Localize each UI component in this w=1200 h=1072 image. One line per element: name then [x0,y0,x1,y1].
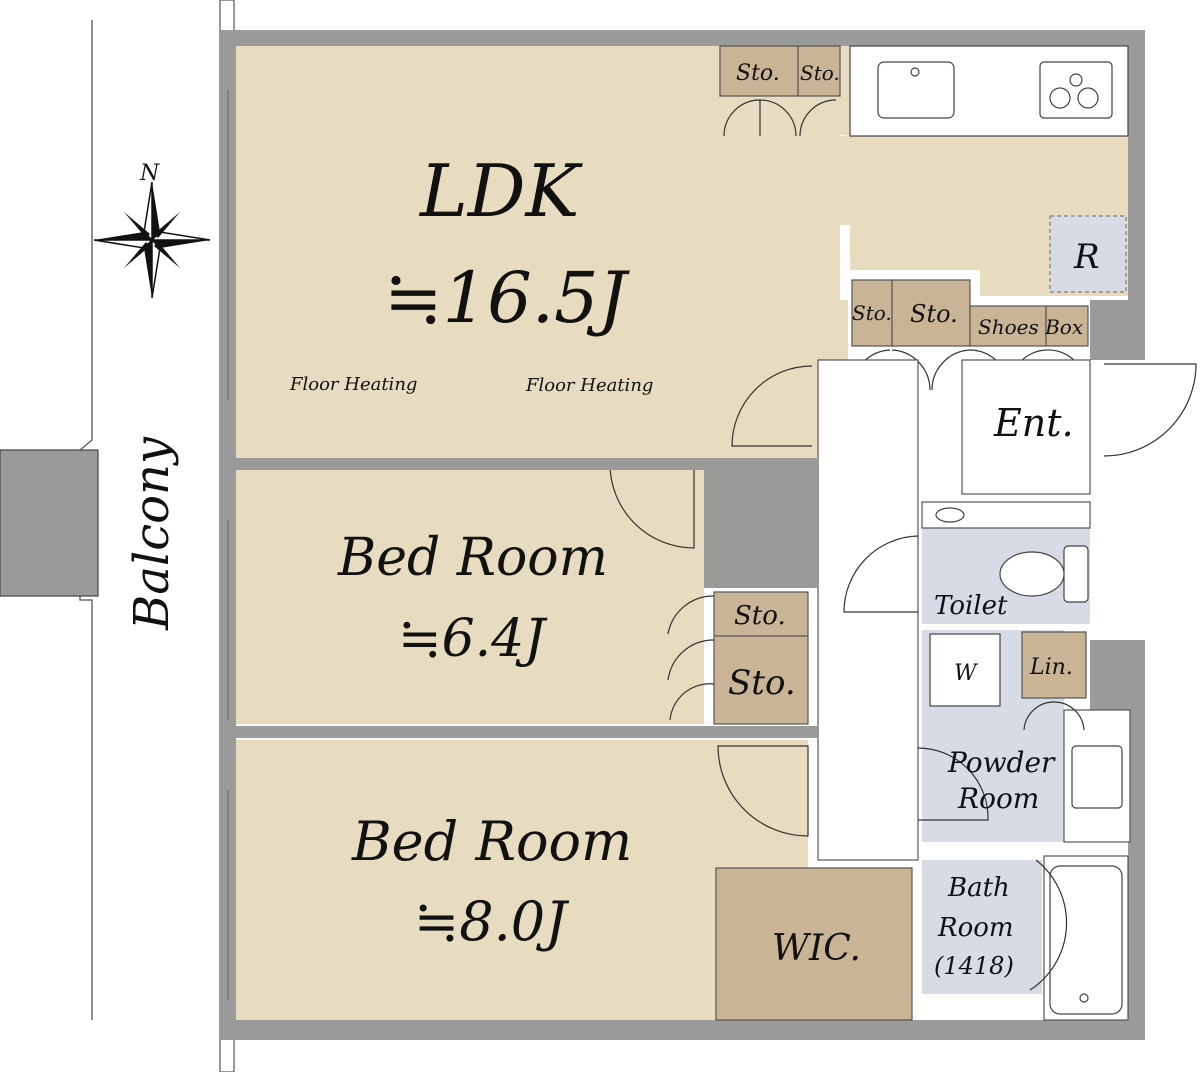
bath-room-size: (1418) [934,952,1014,980]
ldk-room [236,45,1129,460]
powder-room-label-1: Powder [947,746,1056,779]
bathtub [1049,865,1123,1015]
bathroom [922,860,1042,994]
compass-north-label: N [139,161,160,186]
compass-icon: N [93,161,211,299]
hall-storage-1 [851,279,893,347]
wic-label: WIC. [772,928,861,969]
bedroom2-area: ≒8.0J [414,890,570,953]
hall-storage-2 [891,279,971,347]
refrigerator-space [1049,215,1127,293]
linen-label: Lin. [1029,655,1073,680]
toilet-bowl [999,551,1065,597]
entrance [961,359,1091,495]
entrance-label: Ent. [993,401,1074,445]
walk-in-closet [715,867,913,1021]
balcony [0,0,235,1072]
bedroom2-label: Bed Room [351,810,632,873]
balcony-outdoor-unit [0,449,99,597]
cooktop [1039,61,1113,119]
bedroom-storage-label-2: Sto. [728,663,796,703]
bedroom1-label: Bed Room [337,528,608,588]
exterior-walls [220,30,1145,1040]
shoes-box-1 [969,305,1047,347]
bedroom1-area: ≒6.4J [398,609,548,669]
floor-heating-label-1: Floor Heating [289,374,417,395]
bedroom-storage-label-1: Sto. [734,601,786,631]
balcony-label: Balcony [124,436,180,631]
powder-room-label-2: Room [957,782,1039,815]
bedroom1-storage-1 [713,591,809,637]
hallway [817,359,919,861]
washbasin [1071,745,1123,809]
bedroom-1 [236,470,704,724]
bath-room-label-2: Room [937,913,1014,943]
kitchen-storage-1 [719,45,799,97]
ldk-area: ≒16.5J [384,257,631,339]
bedroom1-storage-2 [713,635,809,725]
bath-room-label-1: Bath [947,873,1010,903]
hall-storage-label-1: Sto. [852,301,892,325]
ldk-label: LDK [418,149,584,233]
kitchen-storage-2 [797,45,841,97]
refrigerator-label: R [1073,237,1100,277]
linen-storage [1021,631,1087,699]
kitchen-sink [877,61,955,119]
floor-heating-label-2: Floor Heating [525,375,653,396]
washing-machine [929,633,1001,707]
kitchen-storage-label-1: Sto. [736,61,780,86]
bedroom-2 [236,740,808,1020]
washer-label: W [954,661,979,686]
toilet-label: Toilet [934,591,1008,621]
entrance-door [1103,363,1197,457]
hall-storage-label-2: Sto. [910,300,958,328]
shoes-box-label: Shoes Box [978,315,1083,339]
kitchen-storage-label-2: Sto. [800,61,840,85]
shoes-box-2 [1045,305,1089,347]
